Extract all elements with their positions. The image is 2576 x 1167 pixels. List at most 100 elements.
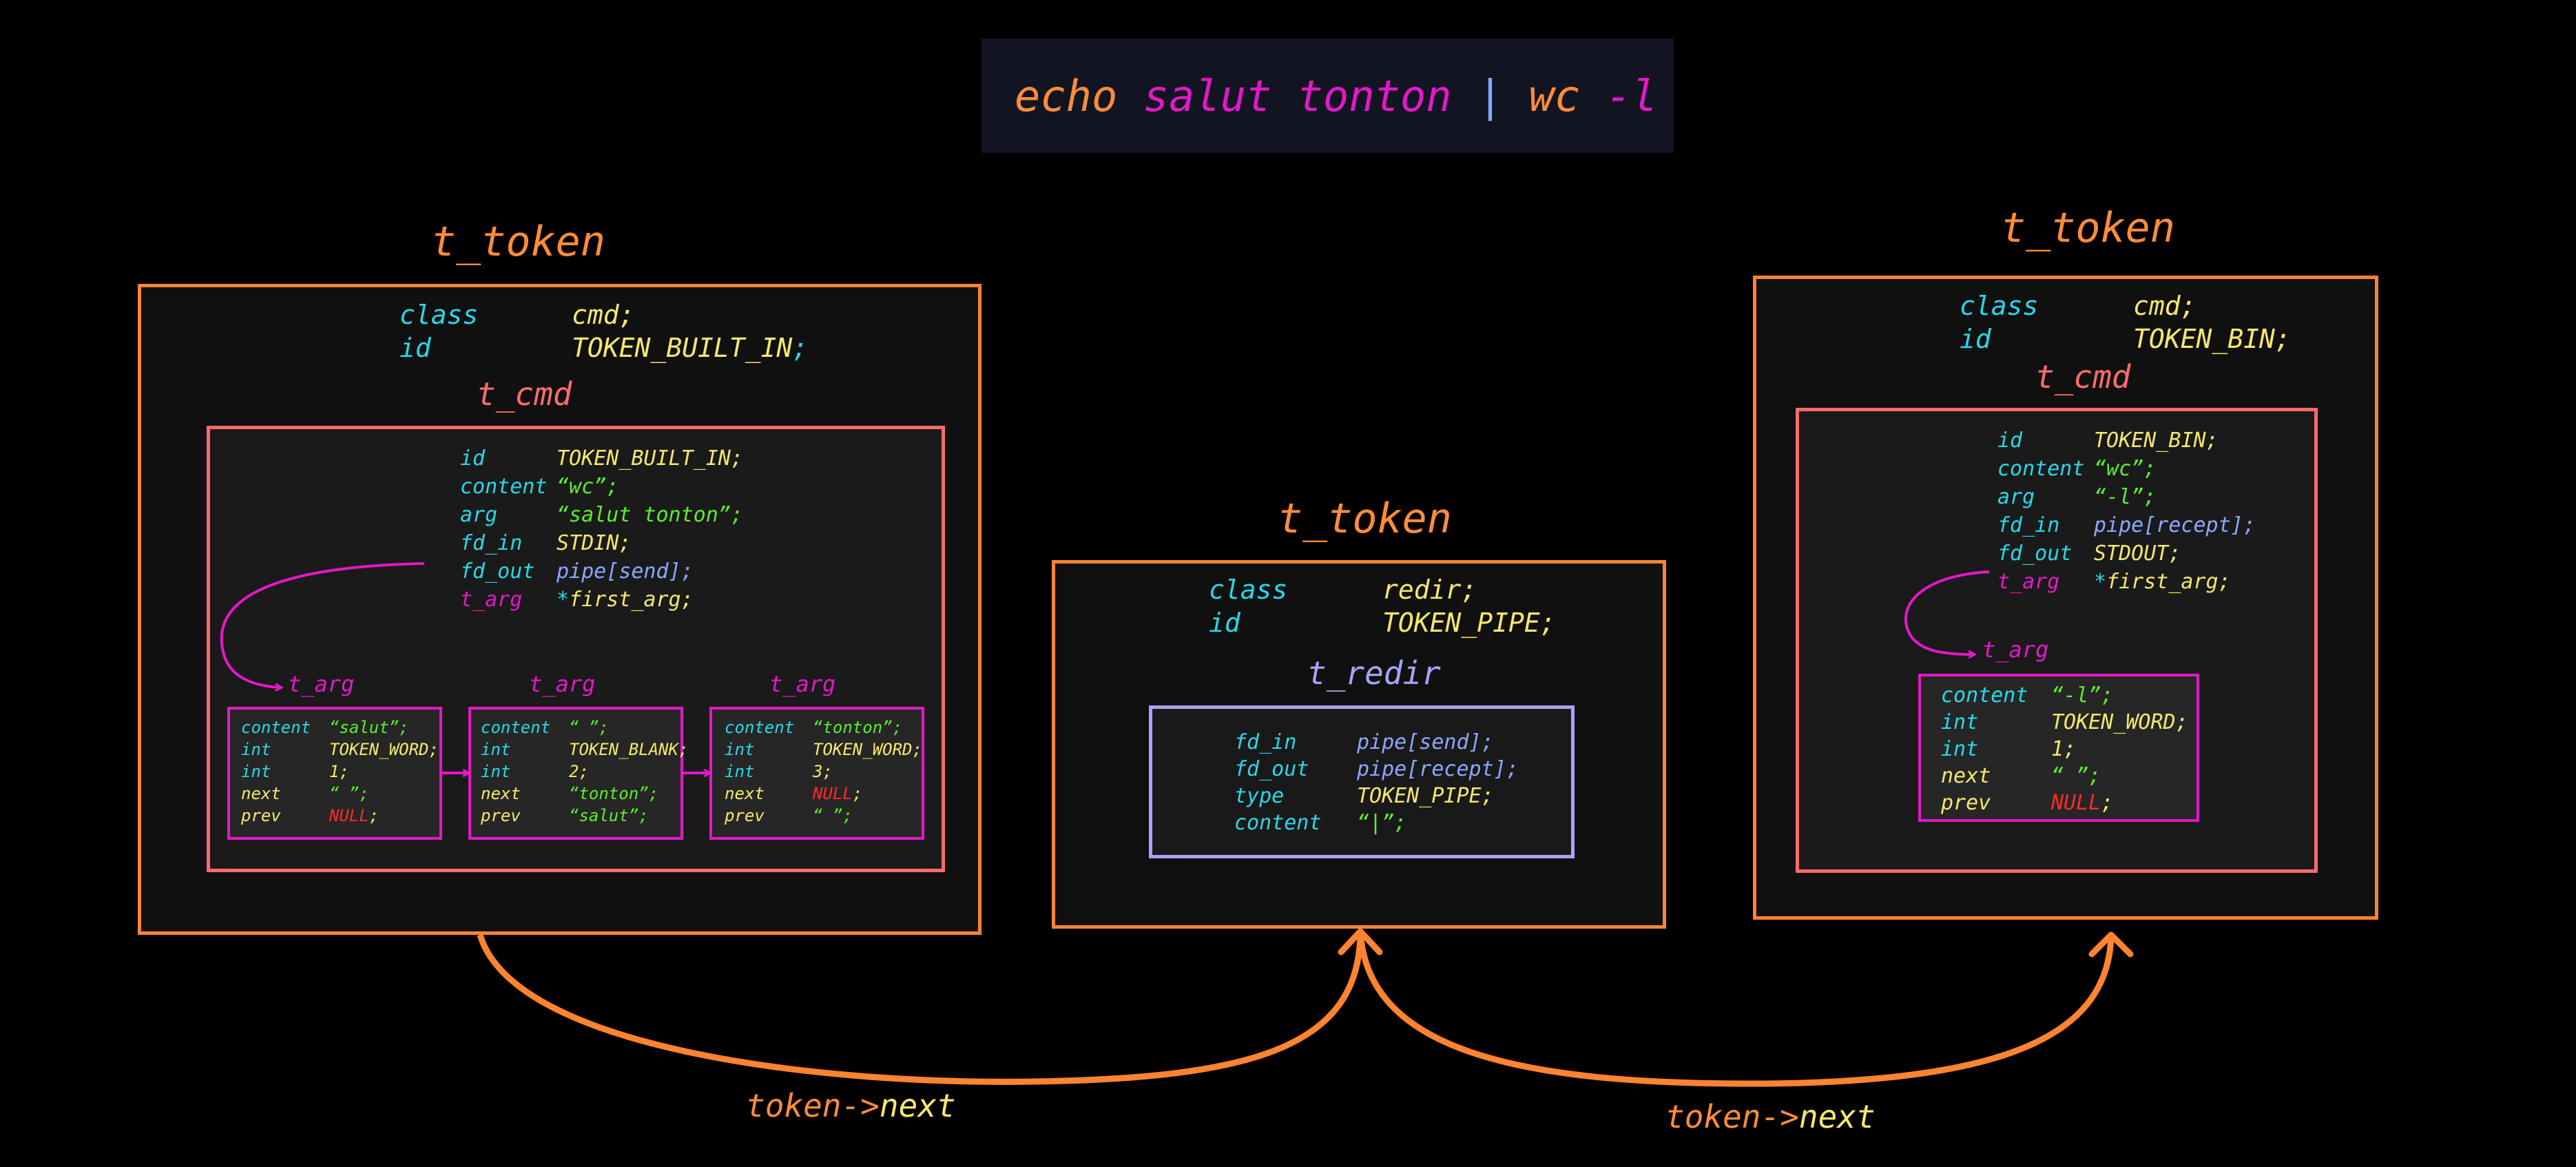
next-arc-left-to-middle [477,931,1364,1085]
left-token-class-val: cmd [572,300,619,330]
left-arg2-box [468,707,683,840]
right-token-class-key: class [1960,291,2039,321]
left-token-class-key: class [399,300,479,330]
right-arg-prev-semi: ; [2101,791,2114,815]
next-arrowhead-right [2088,931,2134,958]
next-label-right-field: next [1798,1098,1876,1135]
left-arg3-content-key: content [725,718,795,737]
left-cmd-arg-key: arg [460,503,498,527]
left-arg3-content-val: “tonton”; [813,718,903,737]
right-cmd-fdin-val: pipe[recept]; [2094,513,2256,537]
left-arg1-label: t_arg [288,671,355,697]
left-arg3-next-val: NULL [813,784,853,803]
middle-token-class-val: redir [1382,575,1462,605]
middle-redir-content-key: content [1234,811,1322,835]
middle-token-id-semi: ; [1539,608,1556,638]
next-label-right-prefix: token-> [1665,1098,1799,1135]
right-arg-int2-val: 1; [2051,737,2077,761]
command-line: echo salut tonton | wc -l [981,39,1674,153]
left-token-class-semi: ; [619,300,635,330]
left-cmd-arg-val: “salut tonton”; [557,503,743,527]
left-arg1-int1-val: TOKEN_WORD; [329,740,439,759]
left-arg3-next-semi: ; [852,784,863,803]
left-arg2-int1-val: TOKEN_BLANK; [569,740,689,759]
right-cmd-id-key: id [1997,428,2023,453]
left-arg1-prev-val: NULL [329,806,369,825]
left-cmd-fdin-val: STDIN; [557,531,632,555]
right-token-class-val: cmd [2133,291,2181,321]
right-token-id-semi: ; [2274,324,2291,354]
command-echo: echo [1015,70,1118,121]
left-arg3-prev-val: “ ”; [813,806,853,825]
next-arrowhead-middle [1338,928,1383,956]
left-arg2-prev-val: “salut”; [569,806,649,825]
right-arg-label: t_arg [1982,637,2049,663]
right-cmd-fdout-key: fd_out [1997,541,2073,566]
middle-redir-fdout-val: pipe[recept]; [1357,757,1519,781]
left-cmd-content-key: content [460,475,548,499]
command-pipe: | [1477,70,1504,121]
left-cmd-targ-semi: ; [681,588,694,612]
command-wc: wc [1528,70,1581,121]
left-token-id-key: id [399,333,431,363]
right-cmd-arg-val: “-l”; [2094,485,2157,509]
right-cmd-content-key: content [1997,457,2085,481]
right-arg-content-key: content [1941,683,2028,708]
left-cmd-targ-star: * [557,588,570,612]
left-token-id-val: TOKEN_BUILT_IN [572,333,793,363]
left-cmd-id-val: TOKEN_BUILT_IN; [557,446,743,471]
next-arc-middle-to-right [1357,931,2115,1087]
left-arg2-int1-key: int [481,740,511,759]
right-cmd-fdout-val: STDOUT; [2094,541,2181,566]
middle-token-id-key: id [1209,608,1240,638]
next-label-left-prefix: token-> [746,1087,880,1124]
right-targ-pointer-arrow [1904,570,1990,654]
middle-redir-content-val: “|”; [1357,811,1407,835]
left-arg1-prev-key: prev [241,806,281,825]
left-arg1-box [227,707,442,840]
left-arg1-next-val: “ ”; [329,784,369,803]
next-label-left-field: next [879,1087,956,1124]
right-cmd-arg-key: arg [1997,485,2035,509]
right-arg-int2-key: int [1941,737,1979,761]
left-arg3-next-key: next [725,784,765,803]
left-arg2-prev-key: prev [481,806,521,825]
middle-redir-fdin-key: fd_in [1234,730,1297,754]
right-cmd-targ-key: t_arg [1997,570,2060,594]
right-token-fields: class cmd; id TOKEN_BIN; [1960,291,2291,354]
left-arg1-next-key: next [241,784,281,803]
left-cmd-targ-val: first_arg [569,588,681,612]
right-cmd-content-val: “wc”; [2094,457,2157,481]
right-cmd-fdin-key: fd_in [1997,513,2060,537]
left-arg1-fields: content “salut”; int TOKEN_WORD; int 1; … [241,718,439,825]
left-cmd-fdin-key: fd_in [460,531,523,555]
right-cmd-targ-star: * [2094,570,2107,594]
left-arg2-content-key: content [481,718,551,737]
left-arg2-next-key: next [481,784,521,803]
left-arg1-int2-key: int [241,762,271,781]
right-arg-fields: content “-l”; int TOKEN_WORD; int 1; nex… [1941,683,2188,815]
left-arg1-prev-semi: ; [368,806,380,825]
left-cmd-id-key: id [460,446,486,471]
middle-token-class-semi: ; [1461,575,1477,605]
middle-redir-fdout-key: fd_out [1234,757,1309,781]
middle-token-id-val: TOKEN_PIPE [1382,608,1540,638]
middle-redir-fdin-val: pipe[send]; [1357,730,1494,754]
right-token-id-key: id [1960,324,1991,354]
middle-token-class-key: class [1209,575,1288,605]
middle-redir-fields: fd_in pipe[send]; fd_out pipe[recept]; t… [1234,730,1519,835]
left-arg3-int2-val: 3; [813,762,833,781]
left-arg3-int1-key: int [725,740,755,759]
middle-token-title: t_token [1278,495,1452,543]
command-flag: -l [1606,70,1658,121]
left-arg2-fields: content “ ”; int TOKEN_BLANK; int 2; nex… [481,718,688,825]
right-arg-box [1918,674,2199,822]
right-cmd-targ-semi: ; [2218,570,2231,594]
left-arg2-next-val: “tonton”; [569,784,659,803]
right-token-id-val: TOKEN_BIN [2133,324,2275,354]
left-arg2-int2-val: 2; [569,762,589,781]
left-arg1-int1-key: int [241,740,271,759]
left-token-fields: class cmd; id TOKEN_BUILT_IN; [399,300,808,363]
right-arg-next-key: next [1941,764,1991,788]
